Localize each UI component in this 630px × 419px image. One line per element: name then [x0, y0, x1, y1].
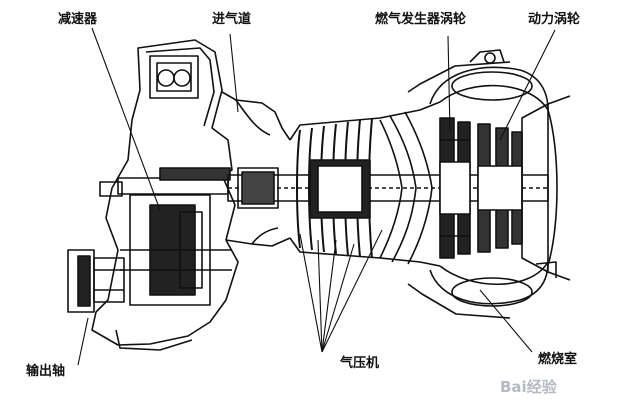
inlet-duct — [221, 91, 291, 247]
exhaust-fittings — [469, 49, 557, 278]
label-power-turbine: 动力涡轮 — [528, 12, 581, 27]
power-turbine — [477, 95, 571, 281]
output-shaft-flange — [67, 181, 125, 313]
label-output-shaft: 输出轴 — [26, 364, 66, 379]
watermark: Bai经验 — [500, 378, 557, 396]
leader-lines — [77, 27, 556, 366]
label-gas-generator-turbine: 燃气发生器涡轮 — [375, 12, 467, 27]
label-inlet: 进气道 — [212, 12, 252, 27]
compressor-rotor — [289, 101, 441, 267]
label-compressor: 气压机 — [340, 356, 380, 371]
label-combustor: 燃烧室 — [538, 352, 578, 367]
label-reducer: 减速器 — [58, 12, 98, 27]
reducer-housing — [91, 39, 239, 351]
combustor — [407, 61, 549, 319]
gas-generator-turbine — [439, 117, 471, 259]
